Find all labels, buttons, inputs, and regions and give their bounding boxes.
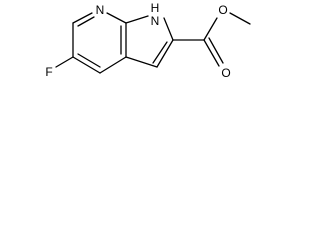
atom-label-nh-n: N	[151, 14, 160, 28]
structure-diagram: N H N O O F	[45, 1, 251, 80]
bond-carbonyl-o-double	[203, 39, 220, 67]
bond-c5-f	[55, 56, 74, 68]
atom-label-ester-o-single: O	[218, 3, 227, 17]
bond-c5-c4-inner	[77, 53, 101, 68]
bond-c3-c3a	[125, 56, 158, 68]
bond-c4-c3a	[99, 56, 127, 74]
atom-label-fluorine: F	[45, 65, 52, 79]
bond-n7-c6	[72, 12, 93, 24]
bond-o-methyl	[229, 12, 251, 25]
bond-carbonyl-o-double-2	[208, 37, 224, 64]
bond-c5-c4	[72, 56, 101, 74]
bond-c2-c3	[156, 39, 174, 68]
bond-c7a-n1	[125, 15, 149, 24]
atom-label-ester-o-double: O	[221, 66, 230, 80]
atom-label-nh-h: H	[151, 1, 160, 15]
atom-labels: N H N O O F	[45, 1, 230, 80]
bond-n7-c6-inner	[77, 16, 95, 27]
bond-n7-c7a	[106, 12, 127, 24]
bonds	[55, 12, 251, 74]
bond-carbonyl-o-single	[203, 17, 218, 41]
bond-n1-c2	[163, 17, 174, 41]
bond-c2-c3-inner	[152, 41, 168, 64]
atom-label-pyridine-n: N	[96, 3, 105, 17]
